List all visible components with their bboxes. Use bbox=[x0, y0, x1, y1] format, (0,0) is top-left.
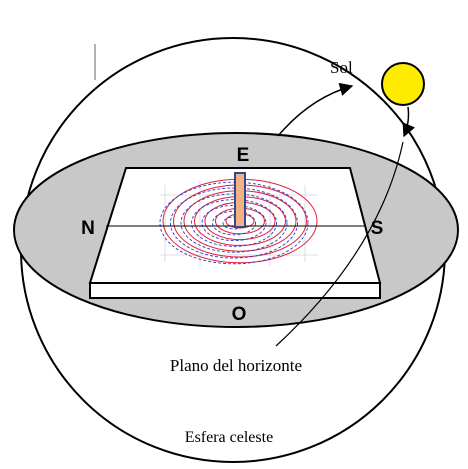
ring-blue bbox=[201, 204, 267, 242]
arrow-from-sun bbox=[402, 106, 415, 138]
gnomon bbox=[234, 172, 246, 228]
celestial-sphere-label: Esfera celeste bbox=[185, 429, 273, 446]
south-label: S bbox=[371, 218, 384, 239]
horizon-plane-label: Plano del horizonte bbox=[170, 356, 302, 375]
ring-blue bbox=[191, 199, 277, 247]
east-label: E bbox=[237, 145, 250, 166]
horizon-leader-line bbox=[275, 141, 404, 347]
north-label: N bbox=[81, 218, 95, 239]
sun bbox=[381, 62, 425, 106]
ring-blue bbox=[212, 210, 256, 236]
sun-label: Sol bbox=[330, 58, 353, 77]
west-label: O bbox=[232, 304, 247, 325]
plate-side bbox=[89, 282, 381, 299]
arrow-to-sun bbox=[277, 82, 354, 137]
